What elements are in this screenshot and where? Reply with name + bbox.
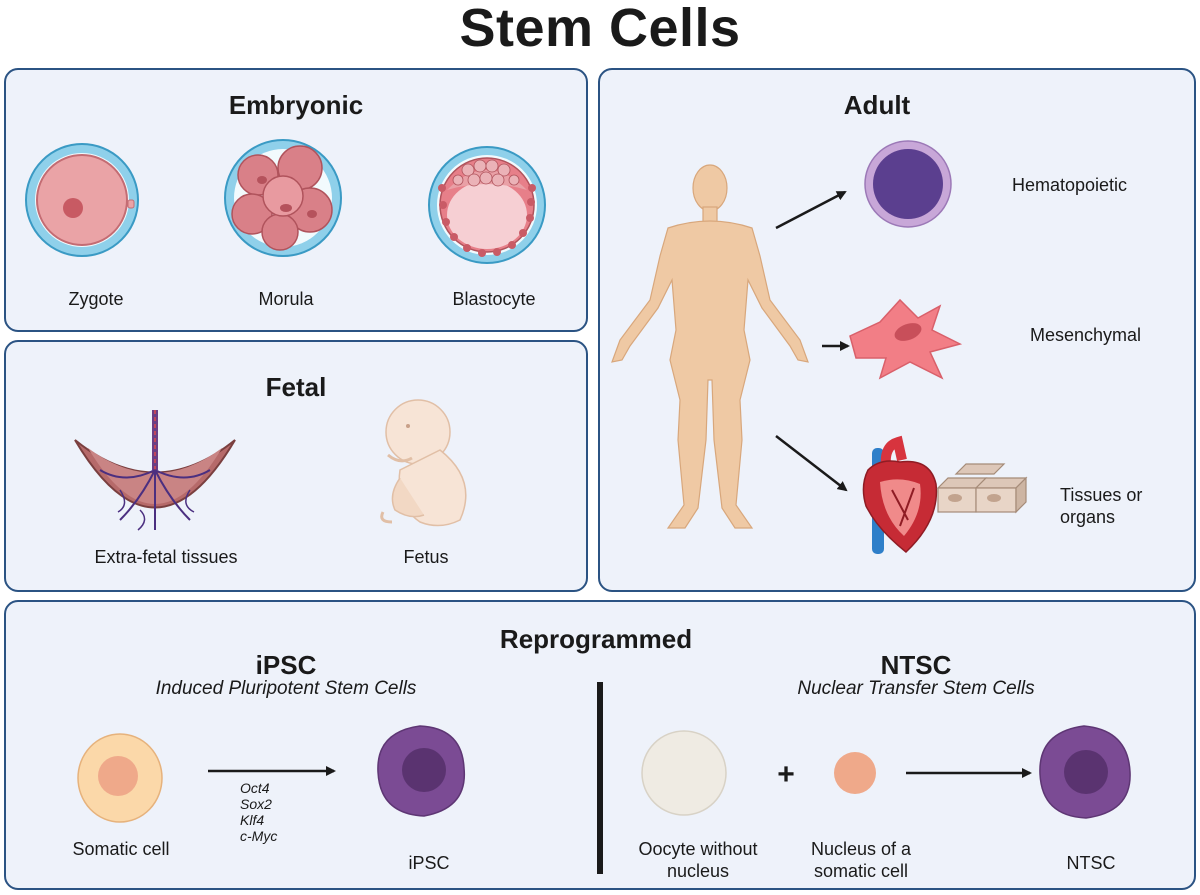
heart-illustration — [862, 435, 938, 554]
arrow-to-hematopoietic — [775, 190, 847, 230]
fetus-label: Fetus — [403, 547, 449, 567]
mesenchymal-label: Mesenchymal — [1030, 325, 1142, 345]
fetal-title: Fetal — [265, 372, 327, 402]
extra-fetal-tissues-label: Extra-fetal tissues — [94, 547, 238, 567]
plus-sign: + — [777, 758, 795, 791]
oocyte-label: Oocyte without nucleus — [638, 839, 758, 881]
reprogrammed-title: Reprogrammed — [499, 624, 693, 654]
zygote-illustration — [25, 143, 139, 257]
embryonic-title: Embryonic — [228, 90, 364, 120]
blastocyte-illustration — [428, 146, 546, 264]
human-body-illustration — [611, 164, 809, 529]
somatic-cell-label: Somatic cell — [72, 839, 170, 859]
factor-sox2: Sox2 — [240, 796, 272, 812]
morula-label: Morula — [258, 289, 314, 309]
hematopoietic-label: Hematopoietic — [1012, 175, 1128, 195]
ipsc-result-label: iPSC — [408, 853, 450, 873]
arrow-to-tissues — [775, 435, 848, 492]
adult-title: Adult — [843, 90, 911, 120]
ntsc-title: NTSC — [880, 650, 952, 680]
placenta-illustration — [74, 410, 236, 531]
somatic-nucleus — [834, 752, 876, 794]
hematopoietic-cell — [864, 140, 952, 228]
page-title: Stem Cells — [459, 0, 741, 58]
blastocyte-label: Blastocyte — [452, 289, 536, 309]
ntsc-subtitle: Nuclear Transfer Stem Cells — [797, 678, 1035, 699]
tissues-or-organs-label: Tissues or organs — [1060, 485, 1143, 527]
oocyte — [641, 730, 727, 816]
ntsc-cell — [1039, 725, 1131, 819]
morula-illustration — [224, 139, 342, 257]
mesenchymal-cell — [849, 298, 963, 380]
fetus-illustration — [380, 399, 467, 527]
factor-klf4: Klf4 — [240, 812, 265, 828]
zygote-label: Zygote — [68, 289, 124, 309]
ipsc-subtitle: Induced Pluripotent Stem Cells — [155, 678, 417, 699]
section-divider — [597, 682, 603, 874]
factor-oct4: Oct4 — [240, 780, 270, 796]
ipsc-cell — [377, 725, 466, 817]
nucleus-label: Nucleus of a somatic cell — [810, 839, 912, 881]
tissue-blocks-illustration — [936, 463, 1028, 514]
ntsc-result-label: NTSC — [1066, 853, 1116, 873]
reprogramming-factors: Oct4 Sox2 Klf4 c-Myc — [240, 780, 277, 844]
somatic-cell — [77, 733, 163, 823]
ipsc-title: iPSC — [255, 650, 317, 680]
factor-cmyc: c-Myc — [240, 828, 278, 844]
